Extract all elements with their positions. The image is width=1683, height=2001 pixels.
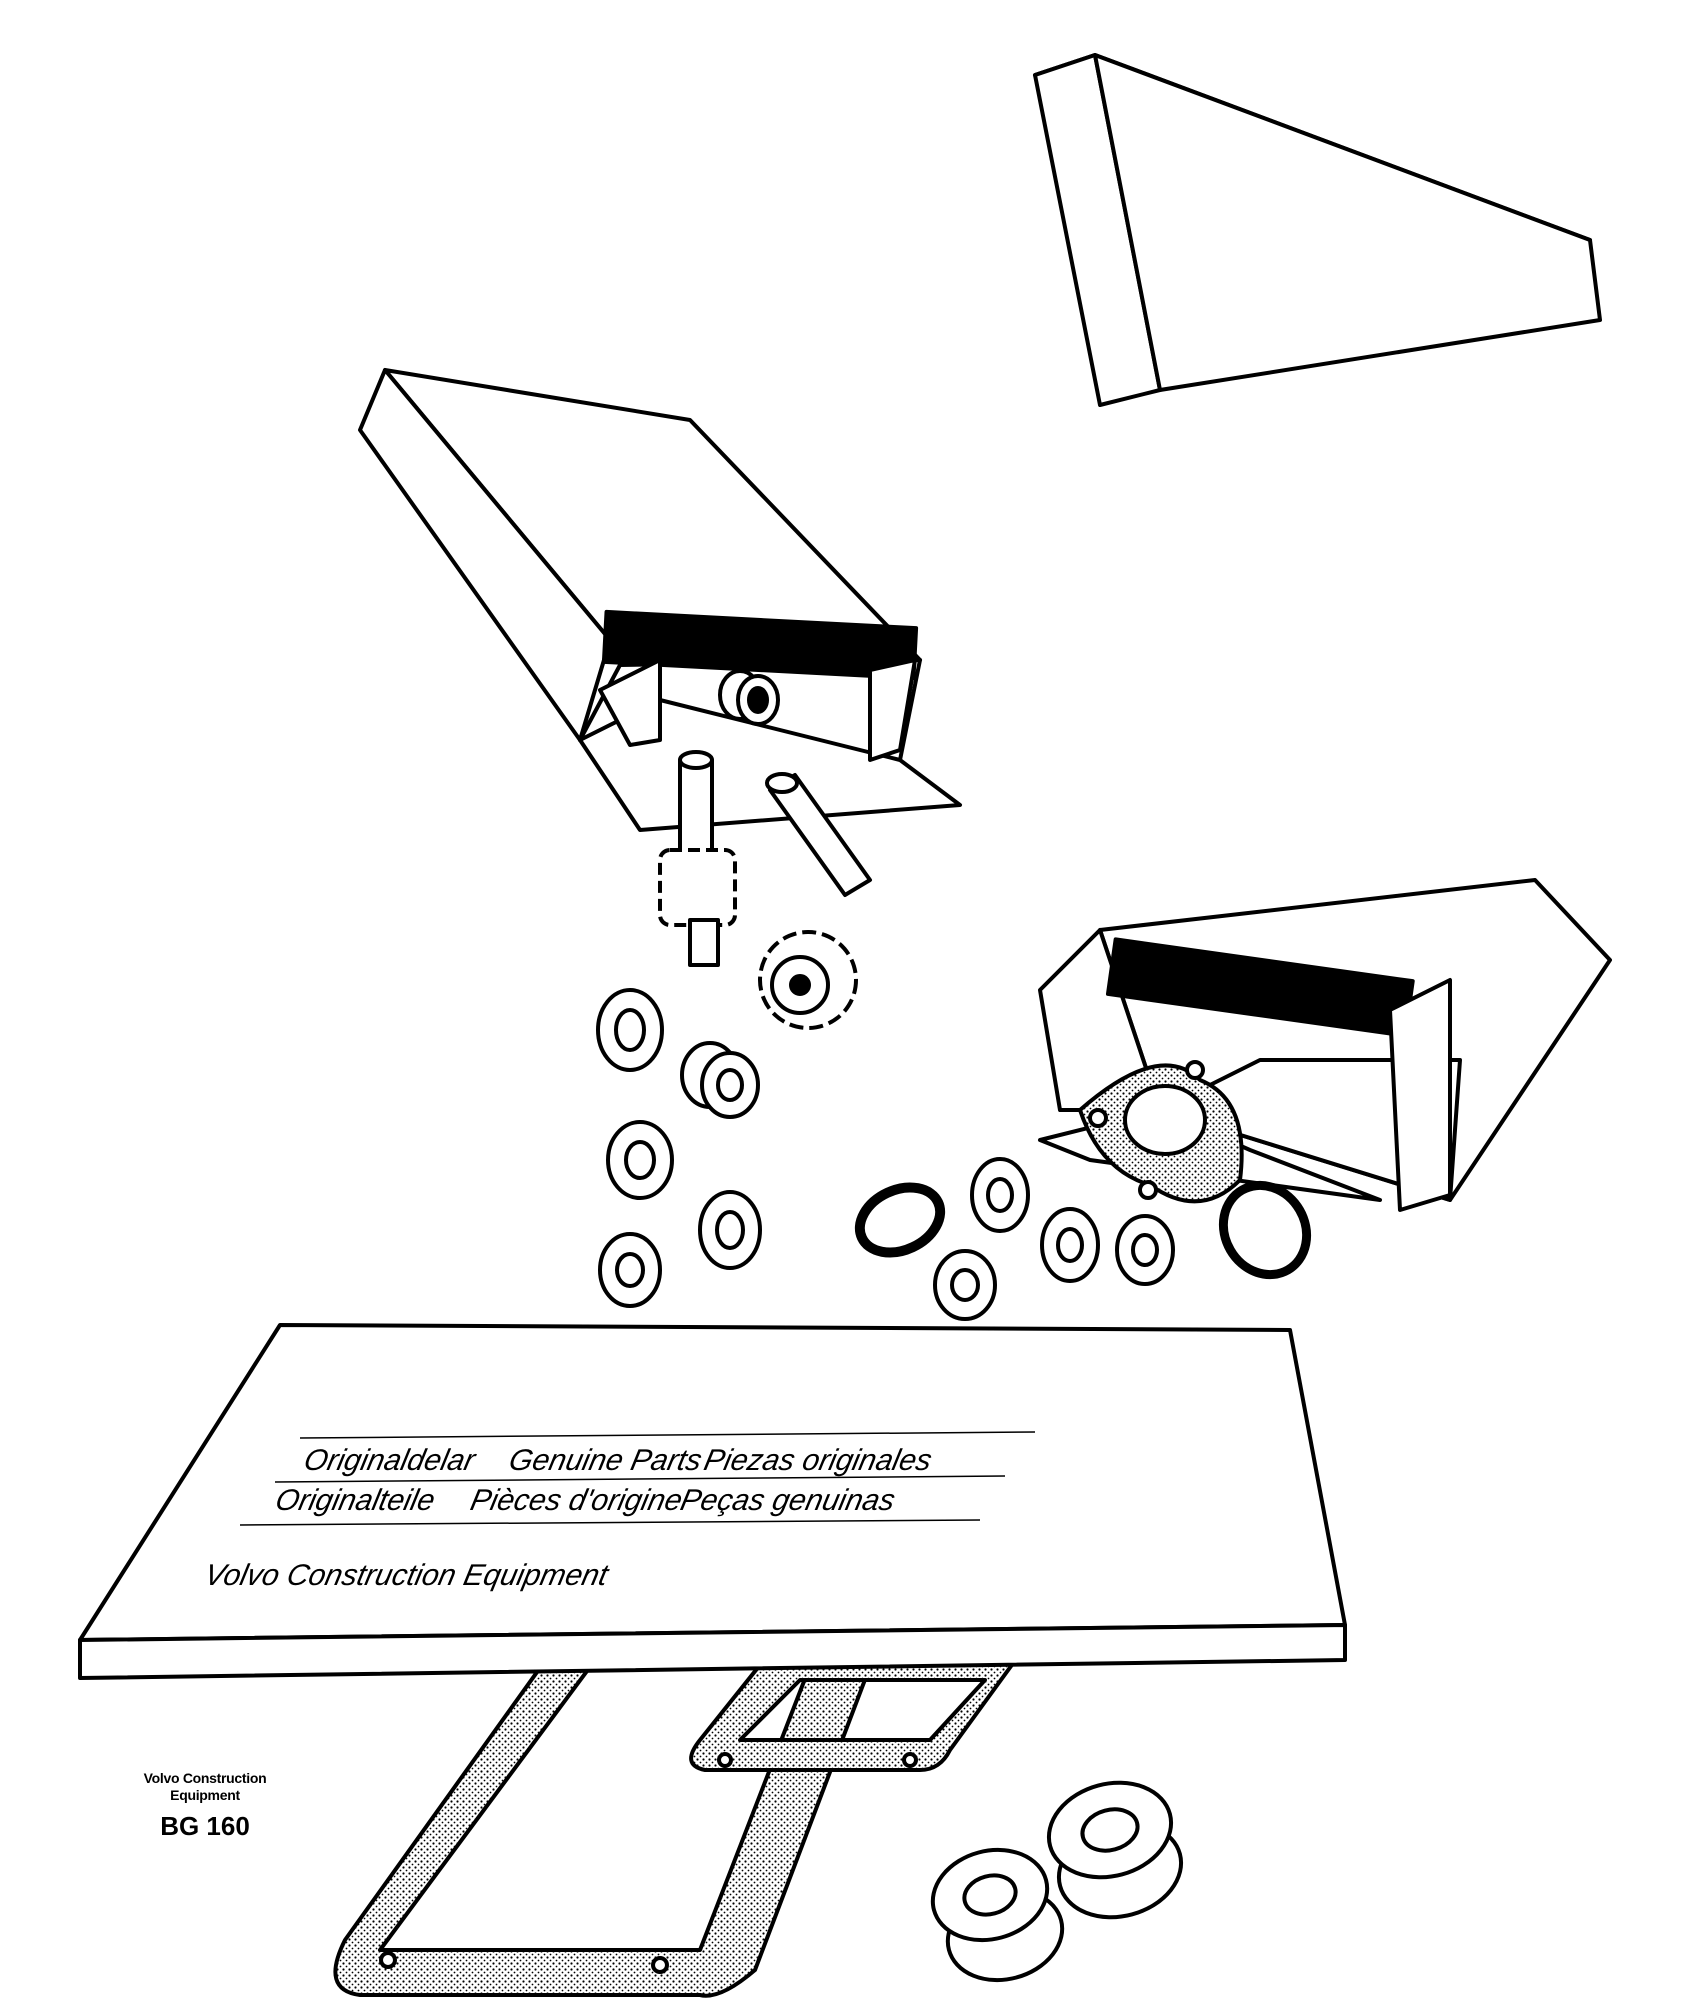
bearing-upper xyxy=(1046,1780,1184,1920)
spur-gear xyxy=(758,930,858,1030)
washers xyxy=(596,988,1312,1321)
card-text-originaldelar: Originaldelar xyxy=(301,1444,480,1477)
open-box-left xyxy=(358,368,962,832)
card-text-genuine-parts: Genuine Parts xyxy=(506,1444,705,1477)
flange-gasket xyxy=(1078,1060,1244,1204)
caption: Volvo Construction Equipment BG 160 xyxy=(105,1770,305,1842)
pinion-gear xyxy=(658,848,737,967)
card-text: Originaldelar Genuine Parts Piezas origi… xyxy=(202,1444,935,1592)
card-text-piezas-originales: Piezas originales xyxy=(701,1444,935,1477)
frame-gasket-small xyxy=(689,1638,1032,1772)
caption-model: BG 160 xyxy=(160,1811,250,1841)
card-text-brand: Volvo Construction Equipment xyxy=(202,1559,613,1592)
caption-brand-line2: Equipment xyxy=(170,1787,240,1803)
frame-gasket-large xyxy=(333,1638,882,1998)
card-text-pecas-genuinas: Peças genuinas xyxy=(678,1484,898,1517)
bushing xyxy=(680,1041,760,1119)
genuine-parts-card xyxy=(78,1323,1347,1680)
card-text-originalteile: Originalteile xyxy=(273,1484,438,1517)
caption-brand-line1: Volvo Construction xyxy=(143,1770,267,1786)
card-text-pieces-origine: Pièces d'origine xyxy=(468,1484,686,1517)
roller-pin xyxy=(765,772,872,897)
closed-box xyxy=(1033,53,1602,407)
small-bushing xyxy=(718,669,780,726)
bearing-lower xyxy=(930,1847,1065,1983)
